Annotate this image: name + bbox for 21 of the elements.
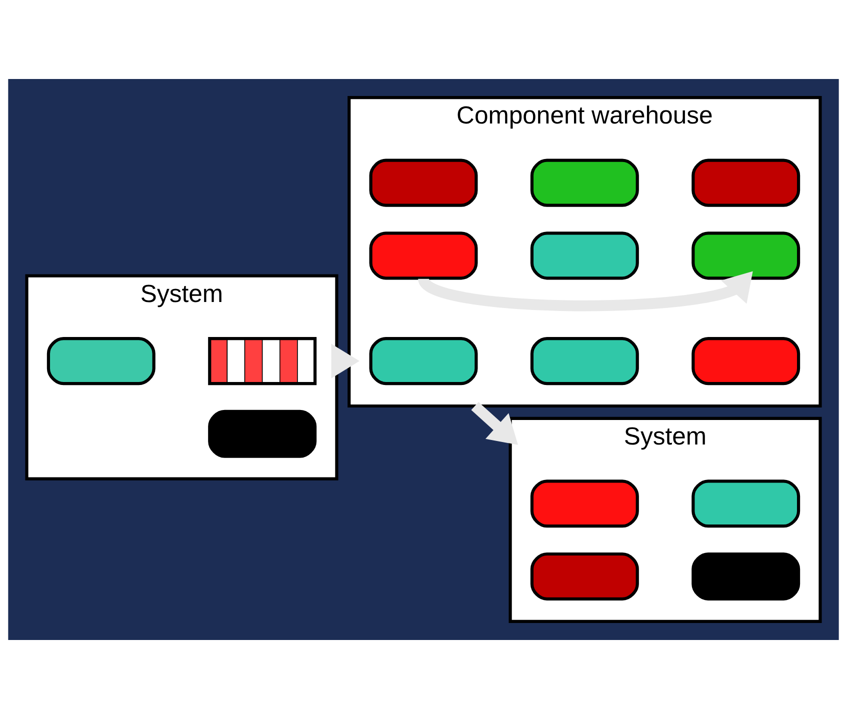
node-box <box>369 337 478 386</box>
node-box <box>530 232 639 280</box>
node-box <box>369 158 478 207</box>
node-box <box>692 552 800 600</box>
node-box <box>46 337 156 386</box>
cluster: System <box>25 274 338 480</box>
cluster: Component warehouse <box>348 96 822 408</box>
node-box <box>530 480 639 528</box>
node-box <box>692 232 800 280</box>
node-box <box>369 232 478 280</box>
node-box <box>208 410 317 458</box>
node-box <box>692 480 800 528</box>
arrow <box>471 402 518 445</box>
cluster: System <box>508 416 822 623</box>
node-box <box>530 552 639 600</box>
node-box <box>530 158 639 207</box>
node-box <box>692 337 800 386</box>
node-box <box>692 158 800 207</box>
arrow <box>419 271 753 312</box>
arrow <box>331 344 360 378</box>
node-box <box>530 337 639 386</box>
